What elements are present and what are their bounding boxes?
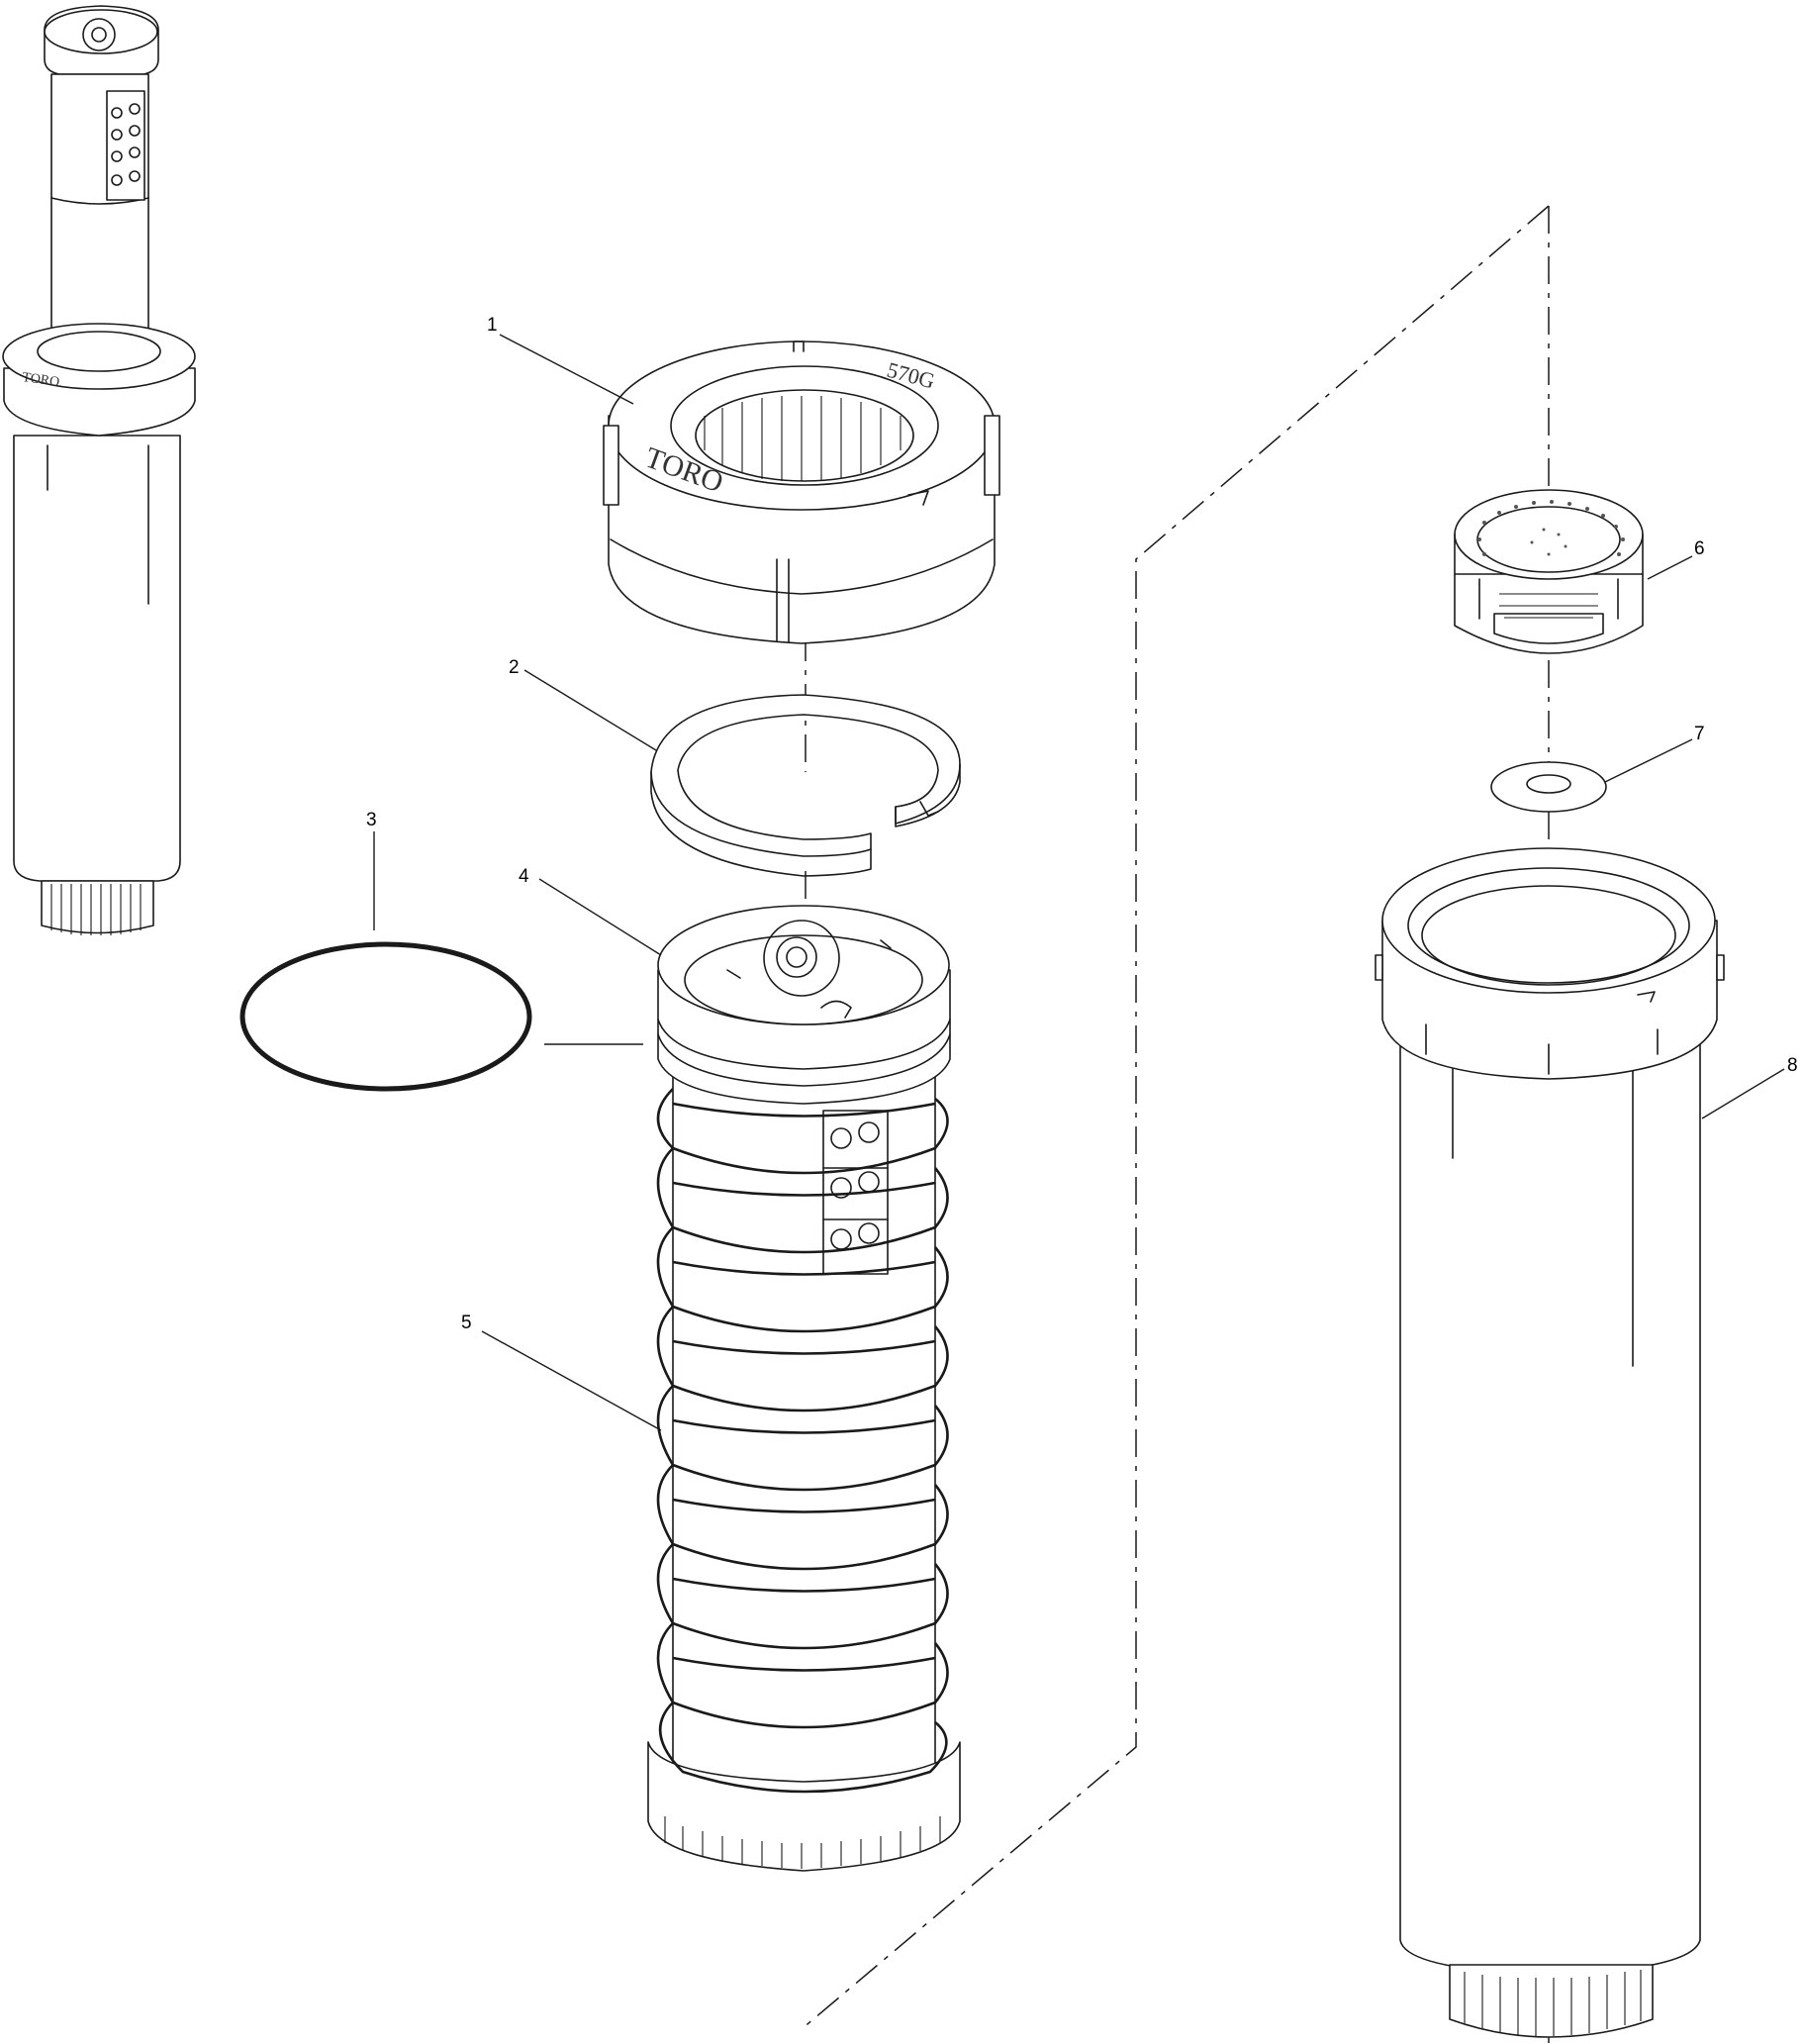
callout-3: 3 bbox=[366, 810, 377, 830]
part-3-o-ring bbox=[239, 941, 532, 1092]
callout-5: 5 bbox=[461, 1313, 472, 1333]
part-7-washer bbox=[1490, 761, 1607, 813]
part-8-body bbox=[1375, 847, 1725, 2038]
callout-6: 6 bbox=[1694, 538, 1705, 559]
callout-7: 7 bbox=[1694, 724, 1705, 744]
part-2-snap-ring bbox=[650, 694, 961, 877]
callout-1: 1 bbox=[487, 315, 498, 336]
part-4-riser-assembly bbox=[647, 905, 961, 1872]
leader-lines bbox=[373, 334, 1785, 1431]
callout-4: 4 bbox=[519, 866, 529, 887]
small-cap-brand: TORO bbox=[21, 370, 60, 390]
part-1-cap: TORO 570G bbox=[603, 341, 1000, 644]
callouts: 1 2 3 4 5 6 7 8 bbox=[366, 315, 1798, 1333]
assembled-sprinkler-illustration: TORO bbox=[2, 5, 196, 935]
screen-holes bbox=[1477, 500, 1625, 556]
callout-2: 2 bbox=[509, 657, 520, 678]
part-5-spring bbox=[656, 1088, 949, 1794]
part-6-nozzle-screen bbox=[1454, 489, 1644, 654]
callout-8: 8 bbox=[1787, 1055, 1798, 1076]
